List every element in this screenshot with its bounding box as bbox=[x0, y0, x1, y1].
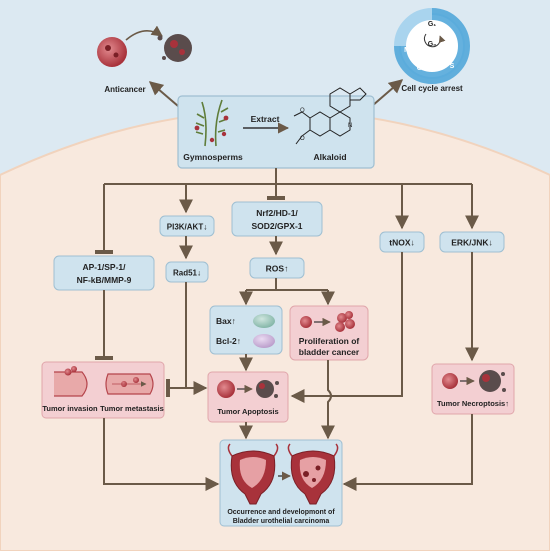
cell-cycle-illustration: G₁ G₀ M G₂ S Cell cycle arrest bbox=[394, 8, 470, 93]
invasion-metastasis-box: Tumor invasion Tumor metastasis bbox=[41, 361, 165, 419]
anticancer-illustration: Anticancer bbox=[97, 25, 192, 94]
curved-arrow-icon bbox=[125, 25, 163, 41]
single-cell-icon bbox=[300, 316, 312, 328]
dying-cell-icon bbox=[164, 34, 192, 62]
cycle-label-g0: G₀ bbox=[428, 41, 437, 48]
nitrogen-atom: N bbox=[348, 123, 352, 129]
tumor-cell-icon bbox=[97, 37, 127, 67]
proliferation-box: Proliferation of bladder cancer bbox=[289, 305, 369, 361]
apoptosis-box: Tumor Apoptosis bbox=[207, 371, 289, 423]
bax-bcl2-box: Bax↑ Bcl-2↑ bbox=[209, 305, 283, 355]
tnox-box: tNOX↓ bbox=[379, 231, 425, 253]
apoptosis-healthy-cell-icon bbox=[217, 380, 235, 398]
rad51-label: Rad51↓ bbox=[173, 269, 201, 278]
ap1-label-line1: AP-1/SP-1/ bbox=[83, 262, 127, 272]
invasion-label: Tumor invasion bbox=[42, 404, 98, 413]
final-connectors bbox=[103, 360, 473, 491]
nrf2-box: Nrf2/HD-1/ SOD2/GPX-1 bbox=[231, 201, 323, 237]
necroptosis-swollen-cell-icon bbox=[479, 370, 501, 392]
erk-label: ERK/JNK↓ bbox=[451, 238, 493, 248]
cell-cycle-arrest-label: Cell cycle arrest bbox=[401, 84, 463, 93]
bax-label: Bax↑ bbox=[216, 316, 236, 326]
apoptosis-label: Tumor Apoptosis bbox=[217, 407, 278, 416]
vessel-metastasis-icon bbox=[105, 373, 154, 395]
pi3k-box: PI3K/AKT↓ bbox=[159, 215, 215, 237]
source-box: Gymnosperms Extract O O N Alkaloid bbox=[177, 87, 375, 169]
extract-label: Extract bbox=[251, 114, 280, 124]
cycle-label-g1: G₁ bbox=[428, 21, 436, 28]
ros-label: ROS↑ bbox=[266, 264, 289, 274]
proliferation-label-line2: bladder cancer bbox=[299, 347, 360, 357]
methoxy-o-1: O bbox=[300, 108, 305, 114]
gymnosperm-plant-icon bbox=[195, 99, 229, 147]
pi3k-label: PI3K/AKT↓ bbox=[167, 223, 207, 232]
cycle-label-g2: G₂ bbox=[417, 65, 426, 72]
erk-box: ERK/JNK↓ bbox=[439, 231, 505, 253]
final-label-line2: Bladder urothelial carcinoma bbox=[233, 518, 330, 525]
arrow-to-anticancer bbox=[148, 81, 179, 107]
ap1-box: AP-1/SP-1/ NF-kB/MMP-9 bbox=[53, 255, 155, 291]
cycle-label-m: M bbox=[404, 47, 410, 54]
alkaloid-label: Alkaloid bbox=[313, 152, 346, 162]
necroptosis-label: Tumor Necroptosis↑ bbox=[437, 399, 509, 408]
gymnosperms-label: Gymnosperms bbox=[183, 152, 243, 162]
cycle-label-s: S bbox=[450, 63, 455, 70]
metastasis-label: Tumor metastasis bbox=[100, 404, 164, 413]
final-outcome-box: Occurrence and developmont of Bladder ur… bbox=[219, 439, 343, 527]
ap1-label-line2: NF-kB/MMP-9 bbox=[77, 275, 132, 285]
anticancer-label: Anticancer bbox=[104, 85, 145, 94]
arrow-tnox-to-apoptosis bbox=[290, 252, 403, 403]
arrow-to-cell-cycle bbox=[371, 79, 404, 107]
normal-bladder-icon bbox=[227, 443, 279, 505]
bcl2-protein-icon bbox=[253, 334, 275, 348]
nrf2-label-line2: SOD2/GPX-1 bbox=[251, 221, 302, 231]
proliferation-label-line1: Proliferation of bbox=[299, 336, 360, 346]
rad51-box: Rad51↓ bbox=[165, 261, 209, 283]
vessel-invasion-icon bbox=[54, 366, 88, 397]
apoptosis-dying-cell-icon bbox=[256, 380, 274, 398]
tnox-label: tNOX↓ bbox=[389, 238, 415, 248]
bcl2-label: Bcl-2↑ bbox=[216, 336, 241, 346]
methoxy-o-2: O bbox=[300, 136, 305, 142]
necroptosis-box: Tumor Necroptosis↑ bbox=[431, 363, 515, 415]
bax-protein-icon bbox=[253, 314, 275, 328]
distribution-connectors bbox=[104, 168, 472, 185]
ros-box: ROS↑ bbox=[249, 257, 305, 279]
necroptosis-healthy-cell-icon bbox=[442, 373, 458, 389]
tumor-bladder-icon bbox=[287, 443, 339, 505]
final-label-line1: Occurrence and developmont of bbox=[227, 509, 335, 516]
alkaloid-structure-icon bbox=[293, 87, 367, 145]
nrf2-label-line1: Nrf2/HD-1/ bbox=[256, 208, 298, 218]
proliferating-cells-icon bbox=[335, 311, 355, 332]
ros-split-connectors bbox=[246, 278, 328, 291]
